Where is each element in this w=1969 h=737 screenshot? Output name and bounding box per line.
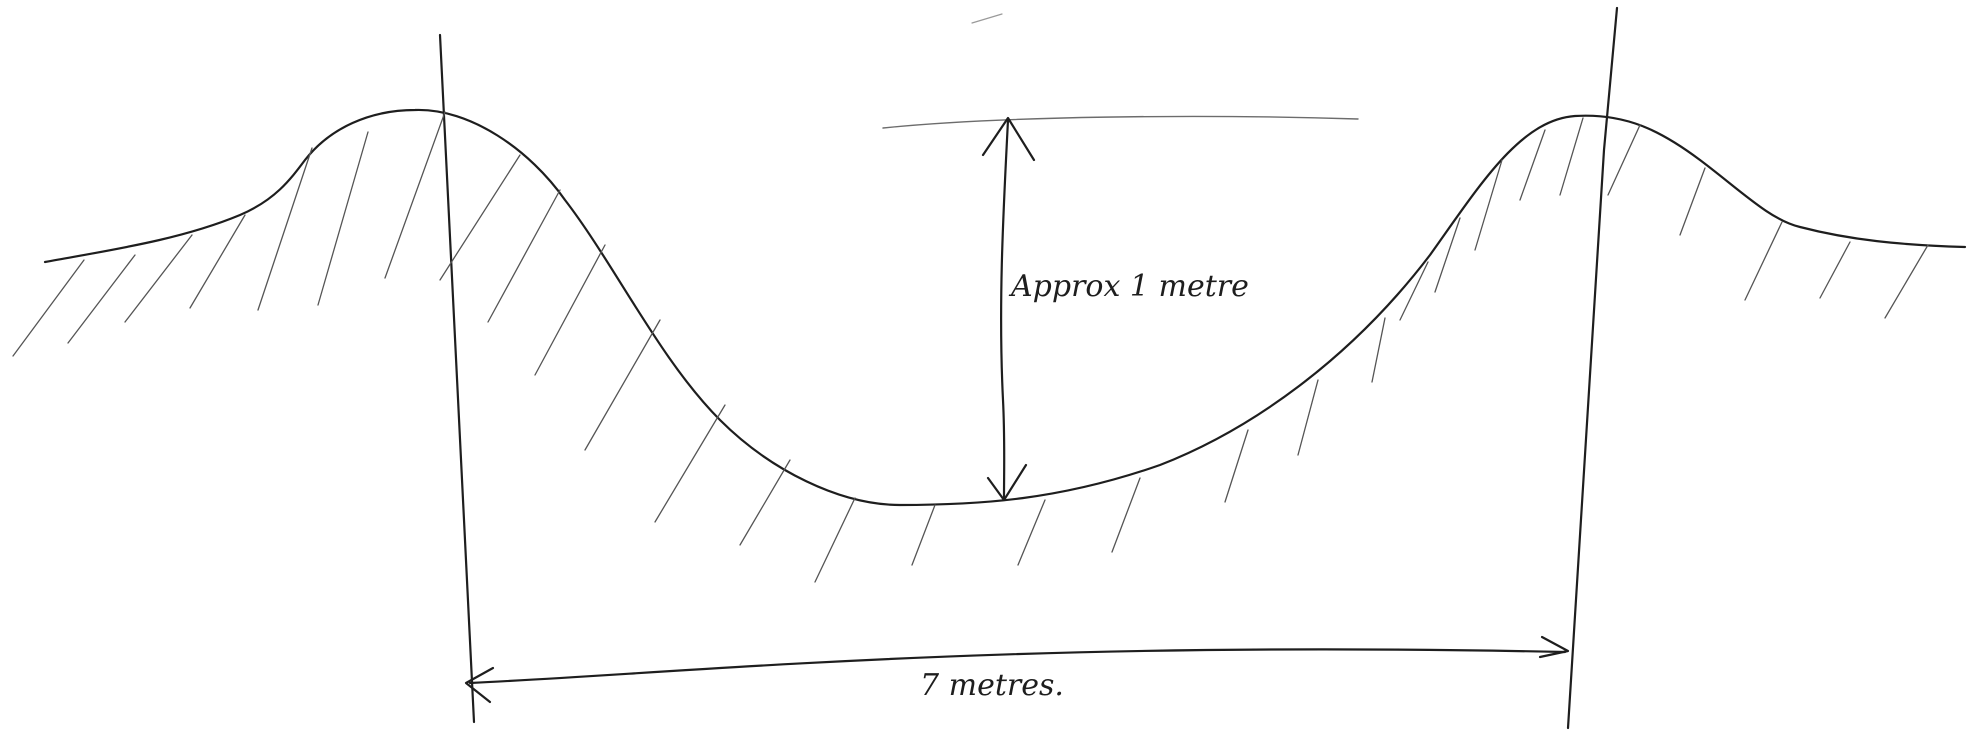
left-crest-reference-line <box>438 33 476 724</box>
width-dimension-arrow <box>464 635 1570 704</box>
depth-label: Approx 1 metre <box>1008 269 1249 304</box>
right-crest-reference-line <box>1566 6 1619 730</box>
stray-pen-mark <box>971 13 1003 24</box>
width-label: 7 metres. <box>920 668 1064 703</box>
ground-profile-line <box>43 108 1967 507</box>
depth-dimension-arrow <box>981 116 1036 502</box>
crest-datum-line <box>882 115 1359 129</box>
ground-hatching <box>12 111 1929 583</box>
